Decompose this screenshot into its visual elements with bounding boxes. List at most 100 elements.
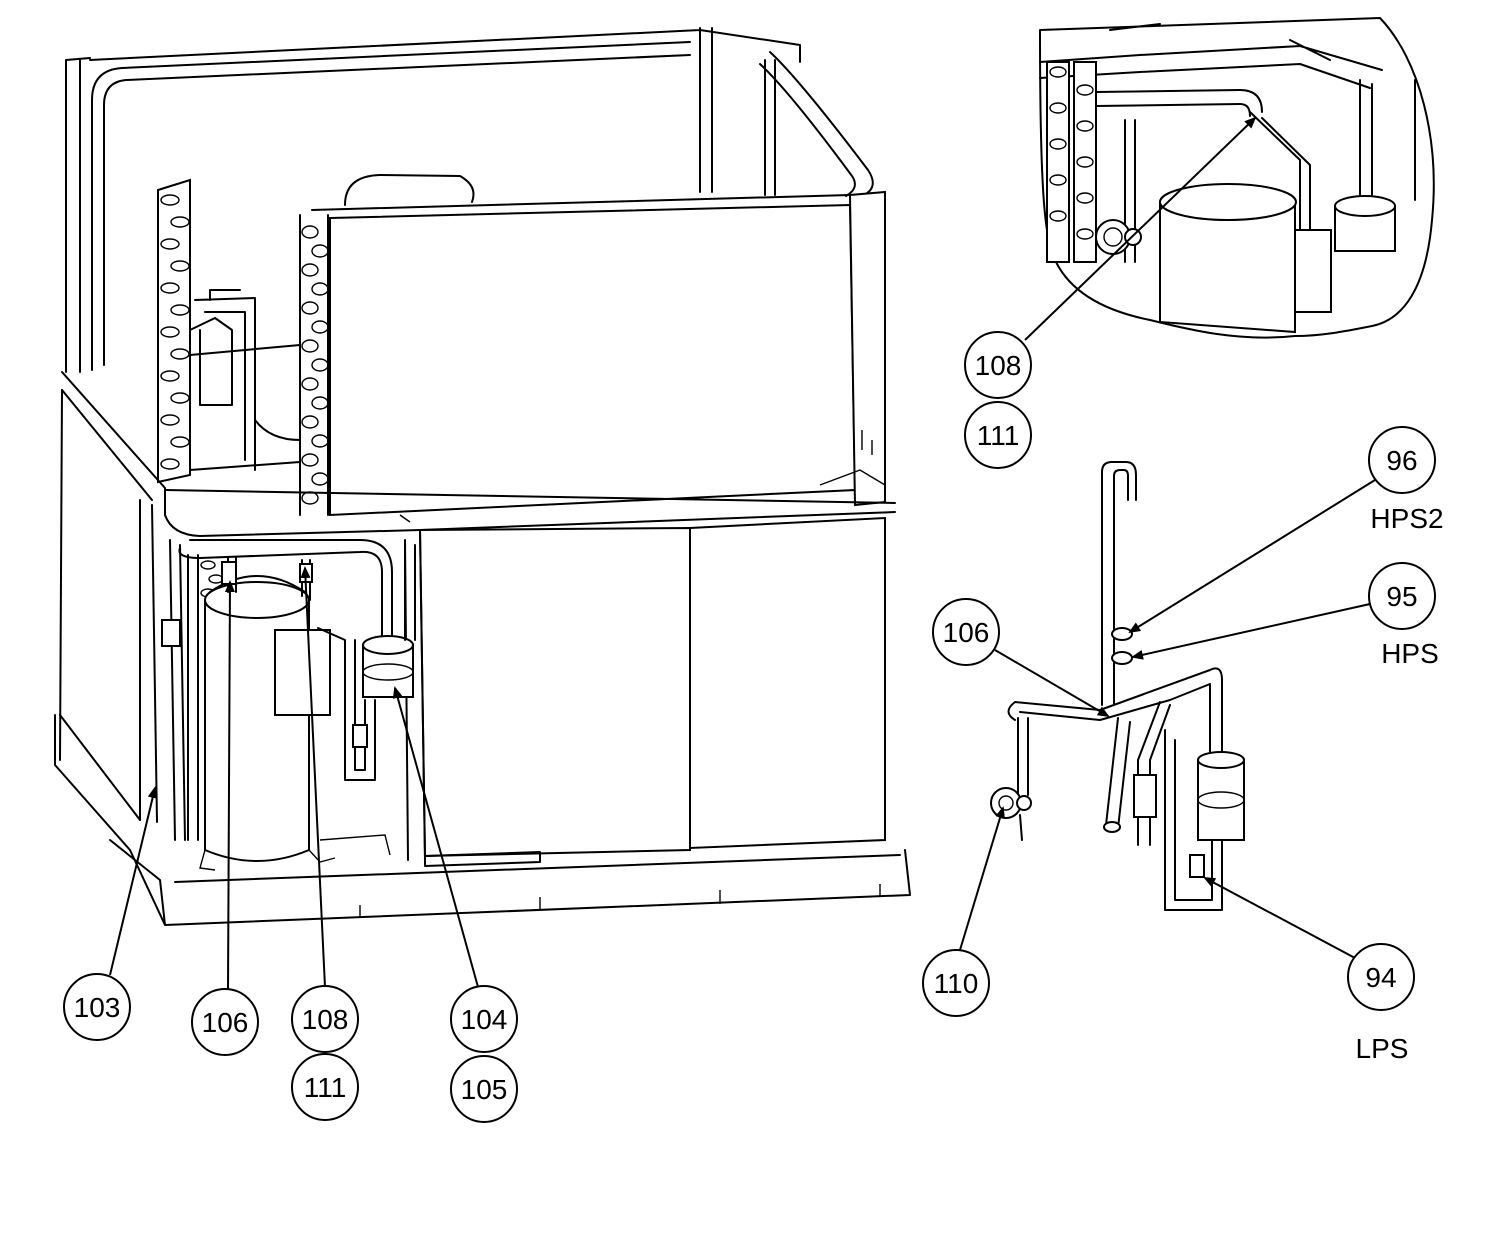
coil-bend <box>160 326 180 338</box>
coil-bend <box>311 320 329 334</box>
callout-number: 111 <box>304 1072 347 1103</box>
lower-access-panel-right <box>689 516 886 850</box>
left-vertical-tube <box>187 554 199 841</box>
coil-bend <box>301 415 319 429</box>
filter-drier-band <box>362 663 414 681</box>
callout-105: 105 <box>450 1055 518 1123</box>
compressor-dome <box>209 575 306 593</box>
suction-stub-end <box>1103 821 1121 833</box>
coil-bend <box>301 225 319 239</box>
coil-bend <box>160 238 180 250</box>
coil-bend <box>311 282 329 296</box>
inset-top-frame <box>1039 23 1383 89</box>
coil-bend <box>311 396 329 410</box>
right-drier-top <box>1197 751 1245 769</box>
coil-bend <box>170 260 190 272</box>
leader-103 <box>109 786 158 976</box>
callout-94: 94 LPS <box>1347 943 1415 1064</box>
coil-bend <box>1049 102 1067 114</box>
lower-u-tube <box>1164 729 1223 911</box>
coil-panel-bends <box>301 225 329 505</box>
callout-111-inset: 111 <box>964 401 1032 469</box>
leader-108-inset <box>1024 116 1257 341</box>
callout-number: 105 <box>461 1074 508 1105</box>
cross-pipe <box>1007 667 1223 761</box>
coil-bend <box>301 339 319 353</box>
leader-110 <box>959 806 1005 951</box>
inset-tubing <box>1095 79 1416 263</box>
coil-bend <box>200 560 216 570</box>
leader-104 <box>392 686 479 988</box>
right-upper-post <box>848 190 886 507</box>
callout-circle <box>1368 562 1436 630</box>
base-notches <box>359 884 881 918</box>
suction-stub <box>1105 717 1131 829</box>
left-lower-panel <box>59 389 158 823</box>
right-tube <box>404 544 416 641</box>
coil-bend <box>1049 138 1067 150</box>
callout-number: 106 <box>943 617 990 648</box>
coil-bend <box>160 458 180 470</box>
leader-106-right <box>994 649 1110 718</box>
coil-bend <box>1076 120 1094 132</box>
callout-circle <box>964 401 1032 469</box>
post-slot <box>861 430 873 455</box>
callout-number: 108 <box>975 350 1022 381</box>
inline-component <box>1133 774 1157 818</box>
vertical-discharge-tube <box>1101 461 1137 706</box>
callout-circle <box>922 949 990 1017</box>
callout-circle <box>964 331 1032 399</box>
filter-drier-top <box>362 635 414 655</box>
main-unit-drawing <box>54 27 911 926</box>
fan-shroud <box>344 174 475 206</box>
lower-access-panel-left <box>418 526 691 858</box>
switch-face <box>998 795 1014 811</box>
branch-to-switch <box>1017 717 1029 841</box>
coil-panel-top-edge <box>311 194 851 211</box>
discharge-line <box>178 539 393 646</box>
leader-96 <box>1128 479 1376 634</box>
callout-number: 96 <box>1386 445 1417 476</box>
coil-bend <box>311 358 329 372</box>
coil-bend <box>160 194 180 206</box>
coil-bend <box>170 304 190 316</box>
back-right-post <box>699 27 713 193</box>
callout-circle <box>1347 943 1415 1011</box>
pressure-switch-110 <box>990 787 1032 819</box>
inset-coil-bends <box>1049 66 1094 240</box>
callout-104: 104 <box>450 985 518 1053</box>
coil-bend <box>1076 192 1094 204</box>
callout-circle <box>450 1055 518 1123</box>
callout-number: 95 <box>1386 581 1417 612</box>
callout-circle <box>1368 426 1436 494</box>
callout-circle <box>63 973 131 1041</box>
main-callouts: 103 106 108 111 104 105 <box>63 566 518 1123</box>
coil-bend <box>311 244 329 258</box>
callout-number: 106 <box>202 1007 249 1038</box>
coil-bend <box>311 434 329 448</box>
coil-bend <box>301 377 319 391</box>
callout-96: 96 HPS2 <box>1368 426 1444 534</box>
callout-circle <box>291 985 359 1053</box>
base-pan <box>54 714 911 926</box>
leader-106 <box>224 580 235 991</box>
left-corner-post <box>65 57 91 373</box>
coil-bend <box>1049 210 1067 222</box>
coil-bend <box>160 282 180 294</box>
lps-label: LPS <box>1356 1033 1409 1064</box>
coil-bend <box>170 216 190 228</box>
lps-valve <box>1189 854 1205 878</box>
callout-circle <box>450 985 518 1053</box>
panel-bottom-rail <box>424 851 541 867</box>
coil-bend <box>160 414 180 426</box>
callout-106-right: 106 <box>932 598 1000 666</box>
top-frame-tube-outer <box>91 41 691 371</box>
compressor-terminal-box <box>274 629 331 716</box>
right-drier <box>1197 759 1245 841</box>
top-frame-tube-inner <box>103 54 691 366</box>
coil-bend <box>170 436 190 448</box>
callout-number: 110 <box>934 968 979 999</box>
callout-number: 103 <box>74 992 121 1023</box>
hps2-label: HPS2 <box>1370 503 1443 534</box>
piping-assembly-view: 96 HPS2 95 HPS 106 110 94 LPS <box>922 426 1444 1064</box>
